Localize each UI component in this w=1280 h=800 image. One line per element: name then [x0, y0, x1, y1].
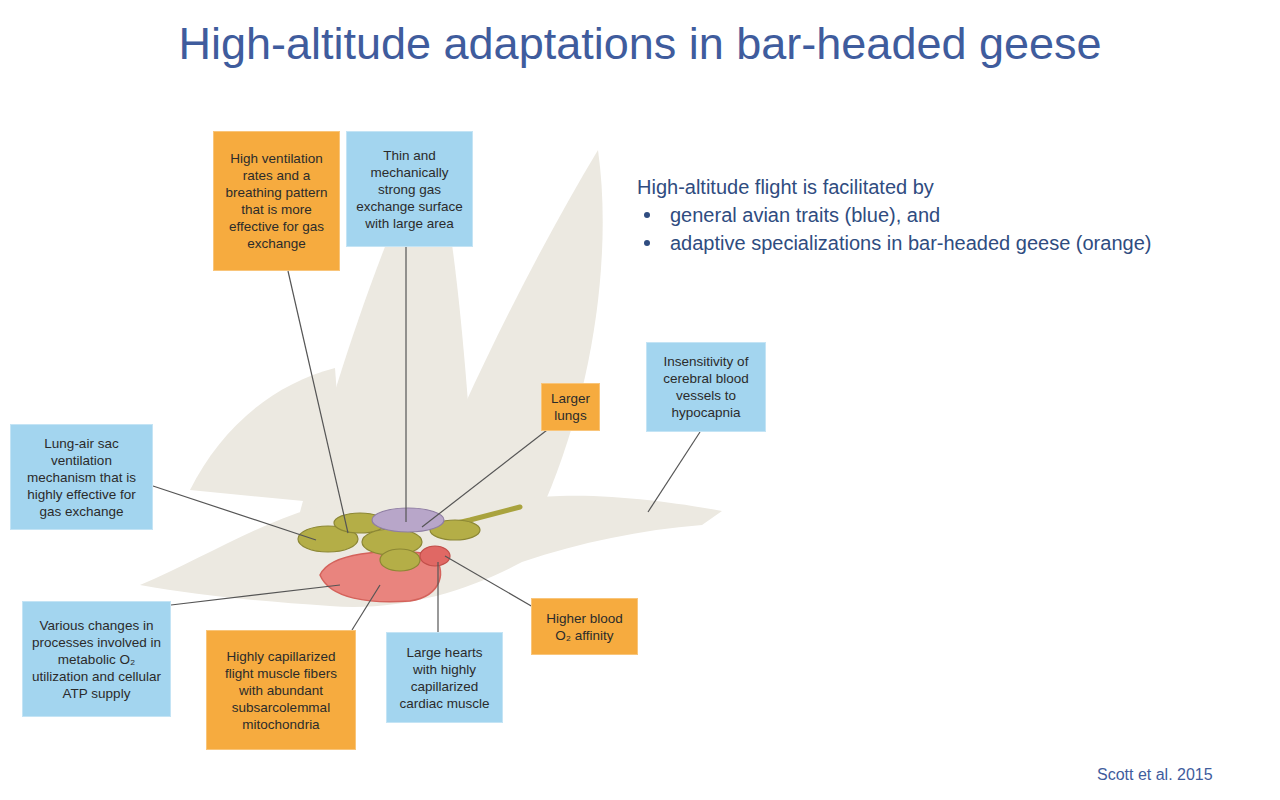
specialization-box: Higher blood O₂ affinity	[531, 598, 638, 655]
box-text: Higher blood O₂ affinity	[538, 610, 631, 644]
page-title: High-altitude adaptations in bar-headed …	[0, 16, 1280, 72]
specialization-box: High ventilation rates and a breathing p…	[213, 131, 340, 271]
box-text: Large hearts with highly capillarized ca…	[393, 644, 496, 712]
leader-line	[405, 247, 406, 522]
specialization-box: Highly capillarized flight muscle fibers…	[206, 630, 356, 750]
bullet-text: adaptive specializations in bar-headed g…	[670, 230, 1151, 256]
leader-line	[153, 486, 316, 540]
goose-body	[140, 496, 722, 607]
box-text: Larger lungs	[548, 390, 593, 424]
leader-line	[437, 562, 438, 632]
box-text: High ventilation rates and a breathing p…	[220, 150, 333, 252]
box-text: Insensitivity of cerebral blood vessels …	[653, 353, 759, 421]
intro-text: High-altitude flight is facilitated by	[637, 174, 934, 200]
leader-line	[288, 271, 348, 533]
leader-line	[352, 585, 380, 630]
leader-line	[171, 585, 340, 605]
leader-line	[445, 556, 533, 607]
citation: Scott et al. 2015	[1097, 765, 1213, 785]
box-text: Various changes in processes involved in…	[29, 617, 164, 702]
avian-trait-box: Thin and mechanically strong gas exchang…	[346, 131, 473, 247]
bullet-dot	[644, 240, 650, 246]
bullet-dot	[644, 212, 650, 218]
leader-lines	[153, 247, 700, 632]
avian-trait-box: Large hearts with highly capillarized ca…	[386, 632, 503, 723]
lung	[372, 508, 444, 532]
avian-trait-box: Lung-air sac ventilation mechanism that …	[10, 424, 153, 530]
bullet-text: general avian traits (blue), and	[670, 202, 940, 228]
box-text: Thin and mechanically strong gas exchang…	[353, 147, 466, 232]
avian-trait-box: Insensitivity of cerebral blood vessels …	[646, 342, 766, 432]
avian-trait-box: Various changes in processes involved in…	[22, 601, 171, 717]
box-text: Lung-air sac ventilation mechanism that …	[17, 435, 146, 520]
air-sac	[380, 549, 420, 571]
box-text: Highly capillarized flight muscle fibers…	[213, 648, 349, 733]
leader-line	[648, 432, 700, 512]
specialization-box: Larger lungs	[541, 383, 600, 431]
leader-line	[422, 420, 560, 527]
